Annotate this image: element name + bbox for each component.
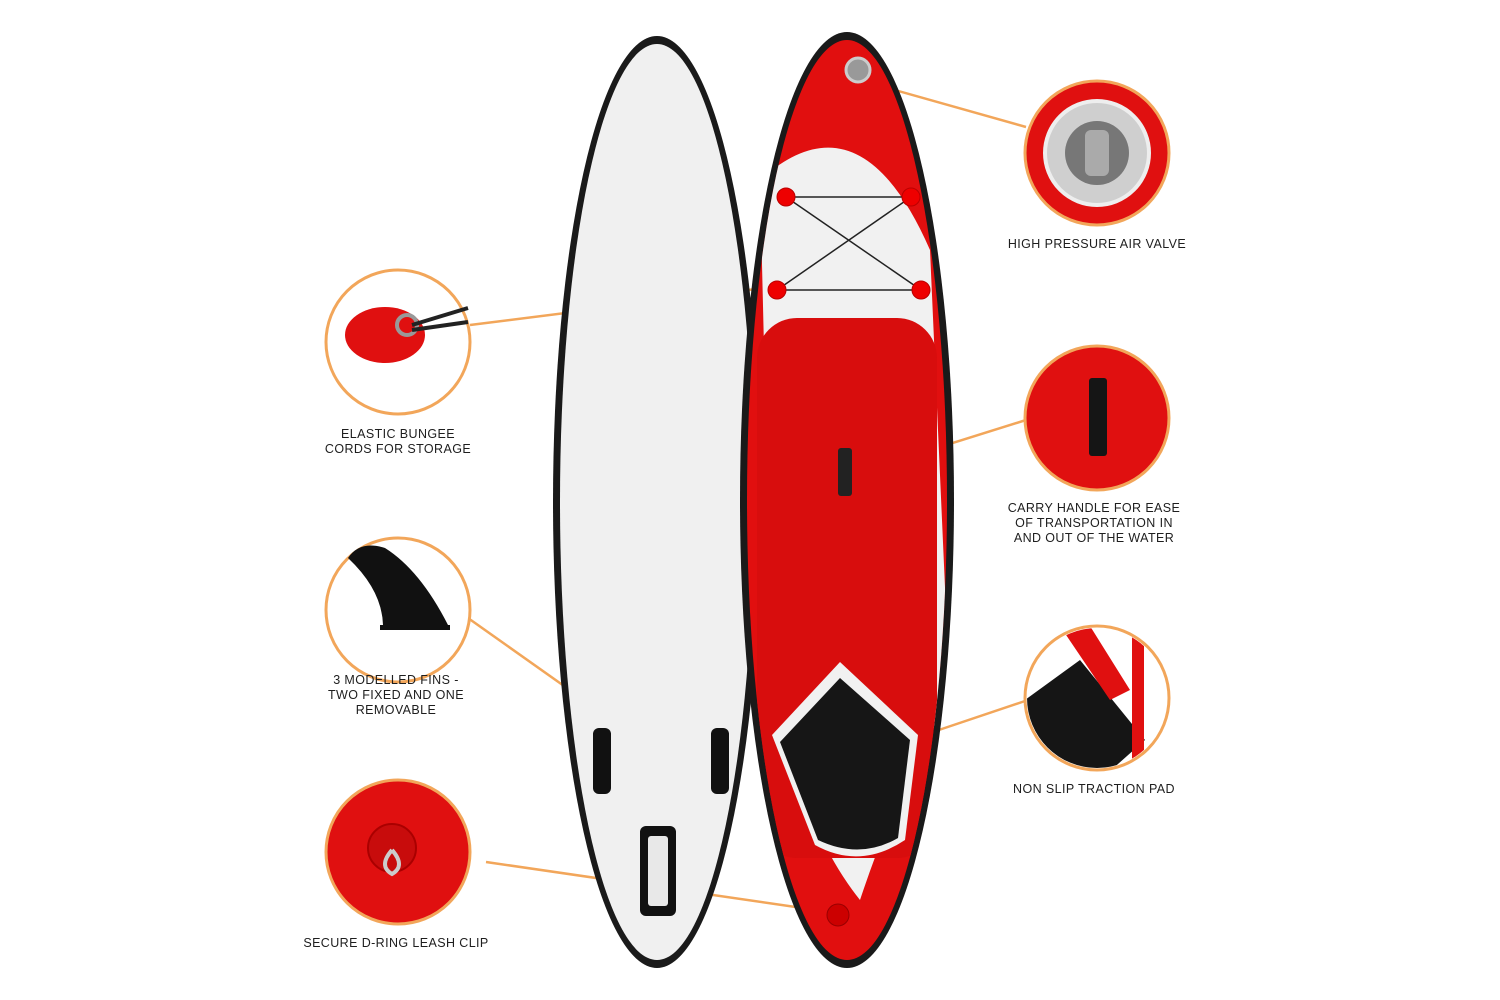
- label-line: CARRY HANDLE FOR EASE: [1007, 501, 1181, 515]
- d-ring: [826, 903, 850, 927]
- label-line: CORDS FOR STORAGE: [324, 442, 472, 456]
- detail-air-valve: [1023, 79, 1171, 227]
- detail-fin: [324, 536, 472, 684]
- board-top-view: [740, 32, 954, 968]
- fin-box-right: [711, 728, 729, 794]
- label-air-valve: HIGH PRESSURE AIR VALVE: [967, 237, 1227, 252]
- fin-box-left: [593, 728, 611, 794]
- label-line: AND OUT OF THE WATER: [1013, 531, 1175, 545]
- board-bottom-view: [553, 36, 761, 968]
- detail-traction: [1023, 624, 1171, 772]
- label-line: 3 MODELLED FINS -: [333, 673, 459, 687]
- label-bungee: ELASTIC BUNGEE CORDS FOR STORAGE: [268, 427, 528, 457]
- detail-dring: [324, 778, 472, 926]
- connector-air-valve: [876, 83, 1027, 129]
- detail-bungee: [324, 268, 472, 416]
- bungee-cords: [776, 196, 922, 291]
- label-handle: CARRY HANDLE FOR EASE OF TRANSPORTATION …: [964, 501, 1224, 546]
- label-dring: SECURE D-RING LEASH CLIP: [266, 936, 526, 951]
- label-line: NON SLIP TRACTION PAD: [1013, 782, 1175, 796]
- air-valve: [844, 56, 872, 84]
- label-fins: 3 MODELLED FINS - TWO FIXED AND ONE REMO…: [266, 673, 526, 718]
- label-line: SECURE D-RING LEASH CLIP: [303, 936, 489, 950]
- label-line: ELASTIC BUNGEE: [341, 427, 455, 441]
- label-line: TWO FIXED AND ONE: [328, 688, 464, 702]
- carry-handle: [838, 448, 852, 496]
- label-line: OF TRANSPORTATION IN: [1015, 516, 1173, 530]
- label-line: REMOVABLE: [355, 703, 437, 717]
- detail-handle: [1023, 344, 1171, 492]
- label-traction: NON SLIP TRACTION PAD: [964, 782, 1224, 797]
- traction-pad: [780, 678, 910, 850]
- label-line: HIGH PRESSURE AIR VALVE: [1007, 237, 1187, 251]
